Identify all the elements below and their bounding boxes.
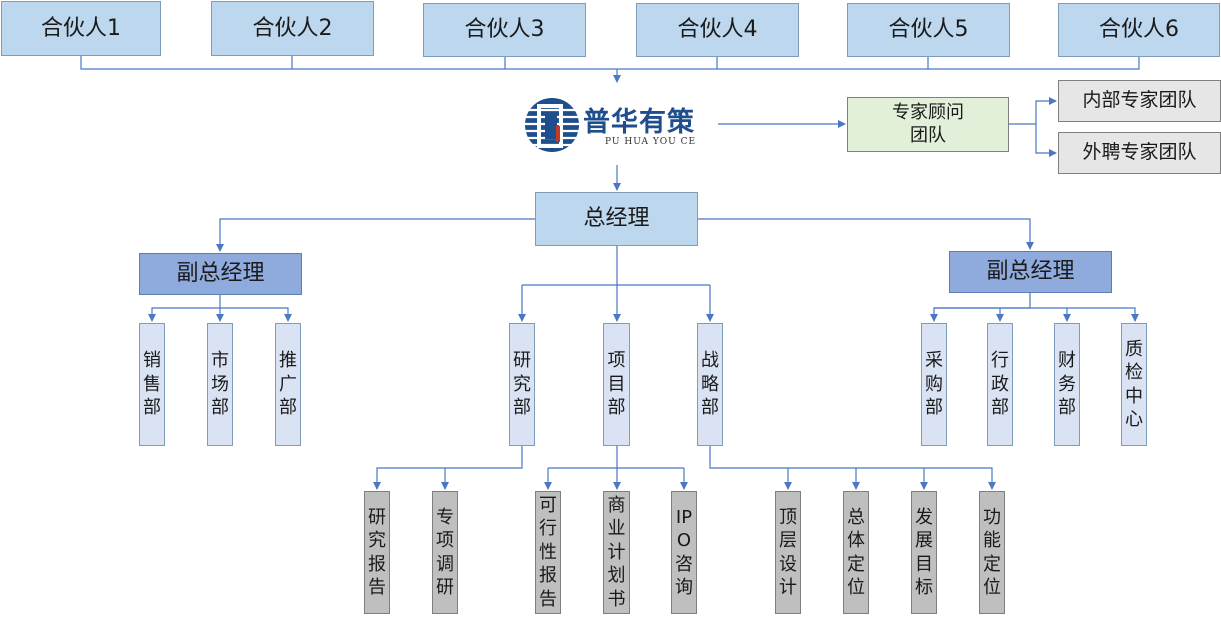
sub-function-positioning: 功能定位 xyxy=(979,491,1005,614)
dept-label: 推广部 xyxy=(279,350,297,419)
dept-label: 研究部 xyxy=(513,350,531,419)
dept-procurement: 采购部 xyxy=(921,323,947,446)
dept-label: 市场部 xyxy=(211,350,229,419)
logo-emblem-icon xyxy=(525,98,579,152)
vice-manager-right-box: 副总经理 xyxy=(949,251,1112,293)
external-team-box: 外聘专家团队 xyxy=(1058,132,1221,174)
sub-business-plan: 商业计划书 xyxy=(603,491,630,614)
dept-finance: 财务部 xyxy=(1054,323,1080,446)
vice-manager-label: 副总经理 xyxy=(176,261,265,287)
logo-subtitle: PU HUA YOU CE xyxy=(605,137,697,147)
company-logo: 普华有策 PU HUA YOU CE xyxy=(523,96,718,154)
external-team-label: 外聘专家团队 xyxy=(1082,141,1197,164)
partner-box-4: 合伙人4 xyxy=(636,3,799,57)
sub-overall-positioning: 总体定位 xyxy=(843,491,869,614)
dept-research: 研究部 xyxy=(509,323,535,446)
sub-ipo-consulting: IPO咨询 xyxy=(671,491,697,614)
sub-label: 总体定位 xyxy=(847,506,865,598)
dept-promotion: 推广部 xyxy=(275,323,301,446)
sub-label: IPO咨询 xyxy=(675,506,693,598)
partner-box-6: 合伙人6 xyxy=(1058,3,1220,57)
expert-team-box: 专家顾问团队 xyxy=(847,97,1009,152)
partner-label: 合伙人1 xyxy=(41,15,121,41)
dept-strategy: 战略部 xyxy=(697,323,723,446)
internal-team-label: 内部专家团队 xyxy=(1082,89,1197,112)
logo-title: 普华有策 xyxy=(583,107,695,138)
sub-label: 可行性报告 xyxy=(539,495,557,610)
dept-project: 项目部 xyxy=(603,323,630,446)
partner-box-1: 合伙人1 xyxy=(1,1,161,56)
partner-label: 合伙人3 xyxy=(464,17,545,43)
dept-label: 采购部 xyxy=(925,350,943,419)
partner-label: 合伙人2 xyxy=(252,15,333,41)
dept-label: 财务部 xyxy=(1058,350,1076,419)
partner-box-5: 合伙人5 xyxy=(847,3,1010,57)
sub-label: 顶层设计 xyxy=(779,506,797,598)
partner-label: 合伙人5 xyxy=(888,17,969,43)
expert-team-label: 专家顾问团队 xyxy=(892,102,964,146)
sub-label: 发展目标 xyxy=(915,506,933,598)
sub-label: 专项调研 xyxy=(436,506,454,598)
sub-label: 研究报告 xyxy=(368,506,386,598)
partner-box-2: 合伙人2 xyxy=(211,1,374,56)
partner-label: 合伙人4 xyxy=(677,17,758,43)
sub-research-report: 研究报告 xyxy=(364,491,390,614)
vice-manager-label: 副总经理 xyxy=(986,259,1075,285)
dept-quality-center: 质检中心 xyxy=(1121,323,1147,446)
sub-feasibility-report: 可行性报告 xyxy=(535,491,561,614)
sub-development-goals: 发展目标 xyxy=(911,491,937,614)
dept-label: 销售部 xyxy=(143,350,161,419)
sub-top-level-design: 顶层设计 xyxy=(775,491,801,614)
partner-box-3: 合伙人3 xyxy=(423,3,586,57)
sub-special-survey: 专项调研 xyxy=(432,491,458,614)
general-manager-box: 总经理 xyxy=(535,192,698,246)
dept-label: 行政部 xyxy=(991,350,1009,419)
partner-label: 合伙人6 xyxy=(1099,17,1179,43)
dept-label: 战略部 xyxy=(701,350,719,419)
dept-administration: 行政部 xyxy=(987,323,1013,446)
dept-label: 质检中心 xyxy=(1125,338,1143,430)
dept-marketing: 市场部 xyxy=(207,323,233,446)
dept-sales: 销售部 xyxy=(139,323,165,446)
sub-label: 功能定位 xyxy=(983,506,1001,598)
general-manager-label: 总经理 xyxy=(583,206,650,232)
vice-manager-left-box: 副总经理 xyxy=(139,253,302,295)
sub-label: 商业计划书 xyxy=(607,495,626,610)
internal-team-box: 内部专家团队 xyxy=(1058,80,1221,122)
dept-label: 项目部 xyxy=(607,350,626,419)
